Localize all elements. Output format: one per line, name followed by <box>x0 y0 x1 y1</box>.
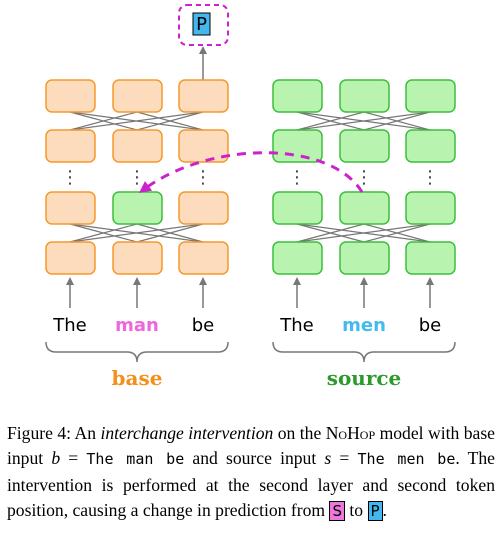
svg-text:⋮: ⋮ <box>61 167 79 188</box>
source-node <box>272 191 323 225</box>
source-node <box>339 129 390 163</box>
output-prediction: P <box>178 4 229 46</box>
base-node <box>112 129 163 163</box>
svg-text:⋮: ⋮ <box>128 167 146 188</box>
input-arrows <box>66 277 434 308</box>
source-token: be <box>419 315 442 336</box>
intervention-arrow <box>138 151 364 193</box>
layer-ellipsis: ⋮ ⋮ ⋮ ⋮ ⋮ ⋮ <box>61 167 439 188</box>
s-swatch: S <box>329 501 346 522</box>
base-node <box>112 241 163 275</box>
source-brace <box>272 341 456 363</box>
source-label: source <box>327 366 402 390</box>
source-node <box>339 241 390 275</box>
svg-text:⋮: ⋮ <box>194 167 212 188</box>
base-node <box>45 79 96 113</box>
figure-caption: Figure 4: An interchange intervention on… <box>7 423 495 522</box>
svg-text:⋮: ⋮ <box>288 167 306 188</box>
source-node <box>405 129 456 163</box>
base-node <box>178 241 229 275</box>
base-node <box>178 191 229 225</box>
base-network <box>45 79 229 275</box>
source-node <box>272 241 323 275</box>
connection-lines <box>69 111 431 243</box>
base-node <box>178 129 229 163</box>
svg-text:⋮: ⋮ <box>355 167 373 188</box>
source-node <box>405 79 456 113</box>
intervention-diagram: P <box>45 4 456 390</box>
base-node <box>45 191 96 225</box>
source-token: The <box>279 315 313 336</box>
source-node <box>339 191 390 225</box>
base-token: The <box>52 315 86 336</box>
output-label: P <box>196 14 207 35</box>
base-brace <box>45 341 229 363</box>
source-network <box>272 79 456 275</box>
source-node <box>272 129 323 163</box>
base-node <box>45 241 96 275</box>
base-token: man <box>115 315 159 336</box>
p-swatch: P <box>367 501 383 522</box>
svg-text:⋮: ⋮ <box>421 167 439 188</box>
base-node <box>112 79 163 113</box>
intervened-node <box>112 191 163 225</box>
base-label: base <box>112 366 163 390</box>
source-node <box>405 241 456 275</box>
base-node <box>45 129 96 163</box>
source-token: men <box>342 315 386 336</box>
base-node <box>178 79 229 113</box>
base-token: be <box>192 315 215 336</box>
source-node <box>405 191 456 225</box>
source-node <box>339 79 390 113</box>
source-node <box>272 79 323 113</box>
